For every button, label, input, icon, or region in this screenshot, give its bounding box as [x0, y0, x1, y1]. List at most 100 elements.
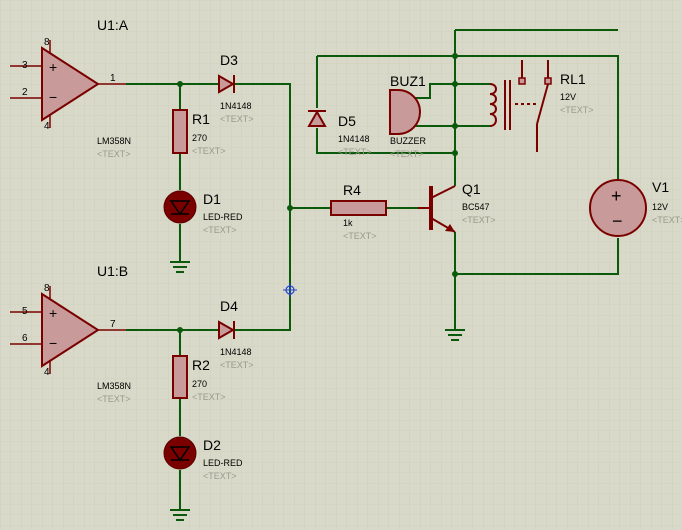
ground-icon [170, 509, 190, 521]
u1a-ref: U1:A [97, 17, 129, 33]
u1b-triangle [41, 292, 100, 368]
wire-d5-bottom[interactable] [316, 128, 455, 154]
junction-dot [452, 271, 458, 277]
u1a-plus-sign: + [49, 59, 57, 75]
ground-d1 [170, 261, 190, 273]
u1a-pin-minus: 2 [22, 87, 28, 98]
u1a-minus-sign: − [49, 89, 57, 105]
opamp-u1a[interactable]: + − 3 2 8 4 1 U1:A LM358N <TEXT> [10, 17, 131, 159]
buz1-value: BUZZER [390, 136, 427, 146]
resistor-r4[interactable]: R4 1k <TEXT> [330, 182, 387, 241]
d2-ref: D2 [203, 437, 221, 453]
rl1-value: 12V [560, 92, 576, 102]
u1b-minus-sign: − [49, 335, 57, 351]
u1b-pin-bottom: 4 [44, 367, 50, 378]
d5-triangle [307, 109, 327, 127]
r4-body [330, 200, 387, 216]
d1-body [163, 190, 197, 224]
u1b-pins [10, 286, 126, 374]
ground-icon [170, 261, 190, 273]
u1b-text: <TEXT> [97, 394, 131, 404]
cursor-crosshair-icon [283, 283, 297, 297]
junction-dot [452, 81, 458, 87]
wire-supply-rail[interactable] [317, 55, 619, 182]
v1-ref: V1 [652, 179, 669, 195]
q1-text: <TEXT> [462, 215, 496, 225]
r4-ref: R4 [343, 182, 361, 198]
u1a-pin-out: 1 [110, 73, 116, 84]
u1a-pin-top: 8 [44, 37, 50, 48]
opamp-u1b[interactable]: + − 5 6 8 4 7 U1:B LM358N <TEXT> [10, 263, 131, 404]
d1-value: LED-RED [203, 212, 243, 222]
d2-value: LED-RED [203, 458, 243, 468]
source-v1[interactable]: + − V1 12V <TEXT> [589, 179, 682, 237]
u1b-plus-sign: + [49, 305, 57, 321]
q1-emitter-arrow [445, 224, 455, 232]
r1-ref: R1 [192, 111, 210, 127]
d3-text: <TEXT> [220, 114, 254, 124]
d4-text: <TEXT> [220, 360, 254, 370]
rl1-coil [489, 83, 497, 127]
u1a-pin-plus: 3 [22, 60, 28, 71]
junction-dot [452, 150, 458, 156]
ground-icon [445, 329, 465, 341]
u1b-ref: U1:B [97, 263, 128, 279]
buz1-text: <TEXT> [390, 149, 424, 159]
v1-plus: + [611, 186, 622, 206]
u1b-pin-plus: 5 [22, 306, 28, 317]
r1-value: 270 [192, 133, 207, 143]
rl1-switch-arm [536, 83, 549, 125]
buzzer-buz1[interactable]: BUZ1 BUZZER <TEXT> [389, 73, 427, 159]
junction-dot [452, 53, 458, 59]
d5-text: <TEXT> [338, 147, 372, 157]
rl1-contact-leads [521, 60, 549, 152]
led-d2[interactable]: D2 LED-RED <TEXT> [163, 436, 243, 481]
wire-buz-top[interactable] [412, 83, 490, 99]
d2-body [163, 436, 197, 470]
diode-d5[interactable]: D5 1N4148 <TEXT> [307, 109, 372, 157]
d2-diode-symbol [169, 446, 191, 462]
r2-text: <TEXT> [192, 392, 226, 402]
d1-ref: D1 [203, 191, 221, 207]
d4-value: 1N4148 [220, 347, 252, 357]
rl1-contact-no [544, 77, 552, 85]
v1-text: <TEXT> [652, 215, 682, 225]
r1-text: <TEXT> [192, 146, 226, 156]
wires [126, 29, 619, 510]
r1-body [172, 109, 188, 154]
buz1-ref: BUZ1 [390, 73, 426, 89]
transistor-q1[interactable]: Q1 BC547 <TEXT> [418, 181, 496, 233]
u1a-text: <TEXT> [97, 149, 131, 159]
junction-dot [287, 205, 293, 211]
diode-d4[interactable]: D4 1N4148 <TEXT> [218, 298, 254, 370]
u1b-part: LM358N [97, 381, 131, 391]
u1a-pins [10, 40, 126, 128]
rl1-contact-nc [518, 77, 526, 85]
relay-rl1[interactable]: RL1 12V <TEXT> [489, 60, 594, 152]
r4-value: 1k [343, 218, 353, 228]
r2-ref: R2 [192, 357, 210, 373]
u1b-pin-top: 8 [44, 283, 50, 294]
buz1-body [389, 89, 421, 135]
d4-triangle [218, 320, 236, 340]
u1b-pin-out: 7 [110, 319, 116, 330]
led-d1[interactable]: D1 LED-RED <TEXT> [163, 190, 243, 235]
u1a-part: LM358N [97, 136, 131, 146]
d1-diode-symbol [169, 200, 191, 216]
junction-dot [452, 123, 458, 129]
v1-value: 12V [652, 202, 668, 212]
u1a-triangle [41, 46, 100, 122]
u1a-pin-bottom: 4 [44, 121, 50, 132]
junction-dot [177, 327, 183, 333]
rl1-ref: RL1 [560, 71, 586, 87]
resistor-r1[interactable]: R1 270 <TEXT> [172, 109, 226, 156]
ground-d2 [170, 509, 190, 521]
diode-d3[interactable]: D3 1N4148 <TEXT> [218, 52, 254, 124]
resistor-r2[interactable]: R2 270 <TEXT> [172, 355, 226, 402]
v1-body [589, 179, 647, 237]
u1b-pin-minus: 6 [22, 333, 28, 344]
d3-value: 1N4148 [220, 101, 252, 111]
wire-emitter-v1[interactable] [454, 232, 619, 275]
